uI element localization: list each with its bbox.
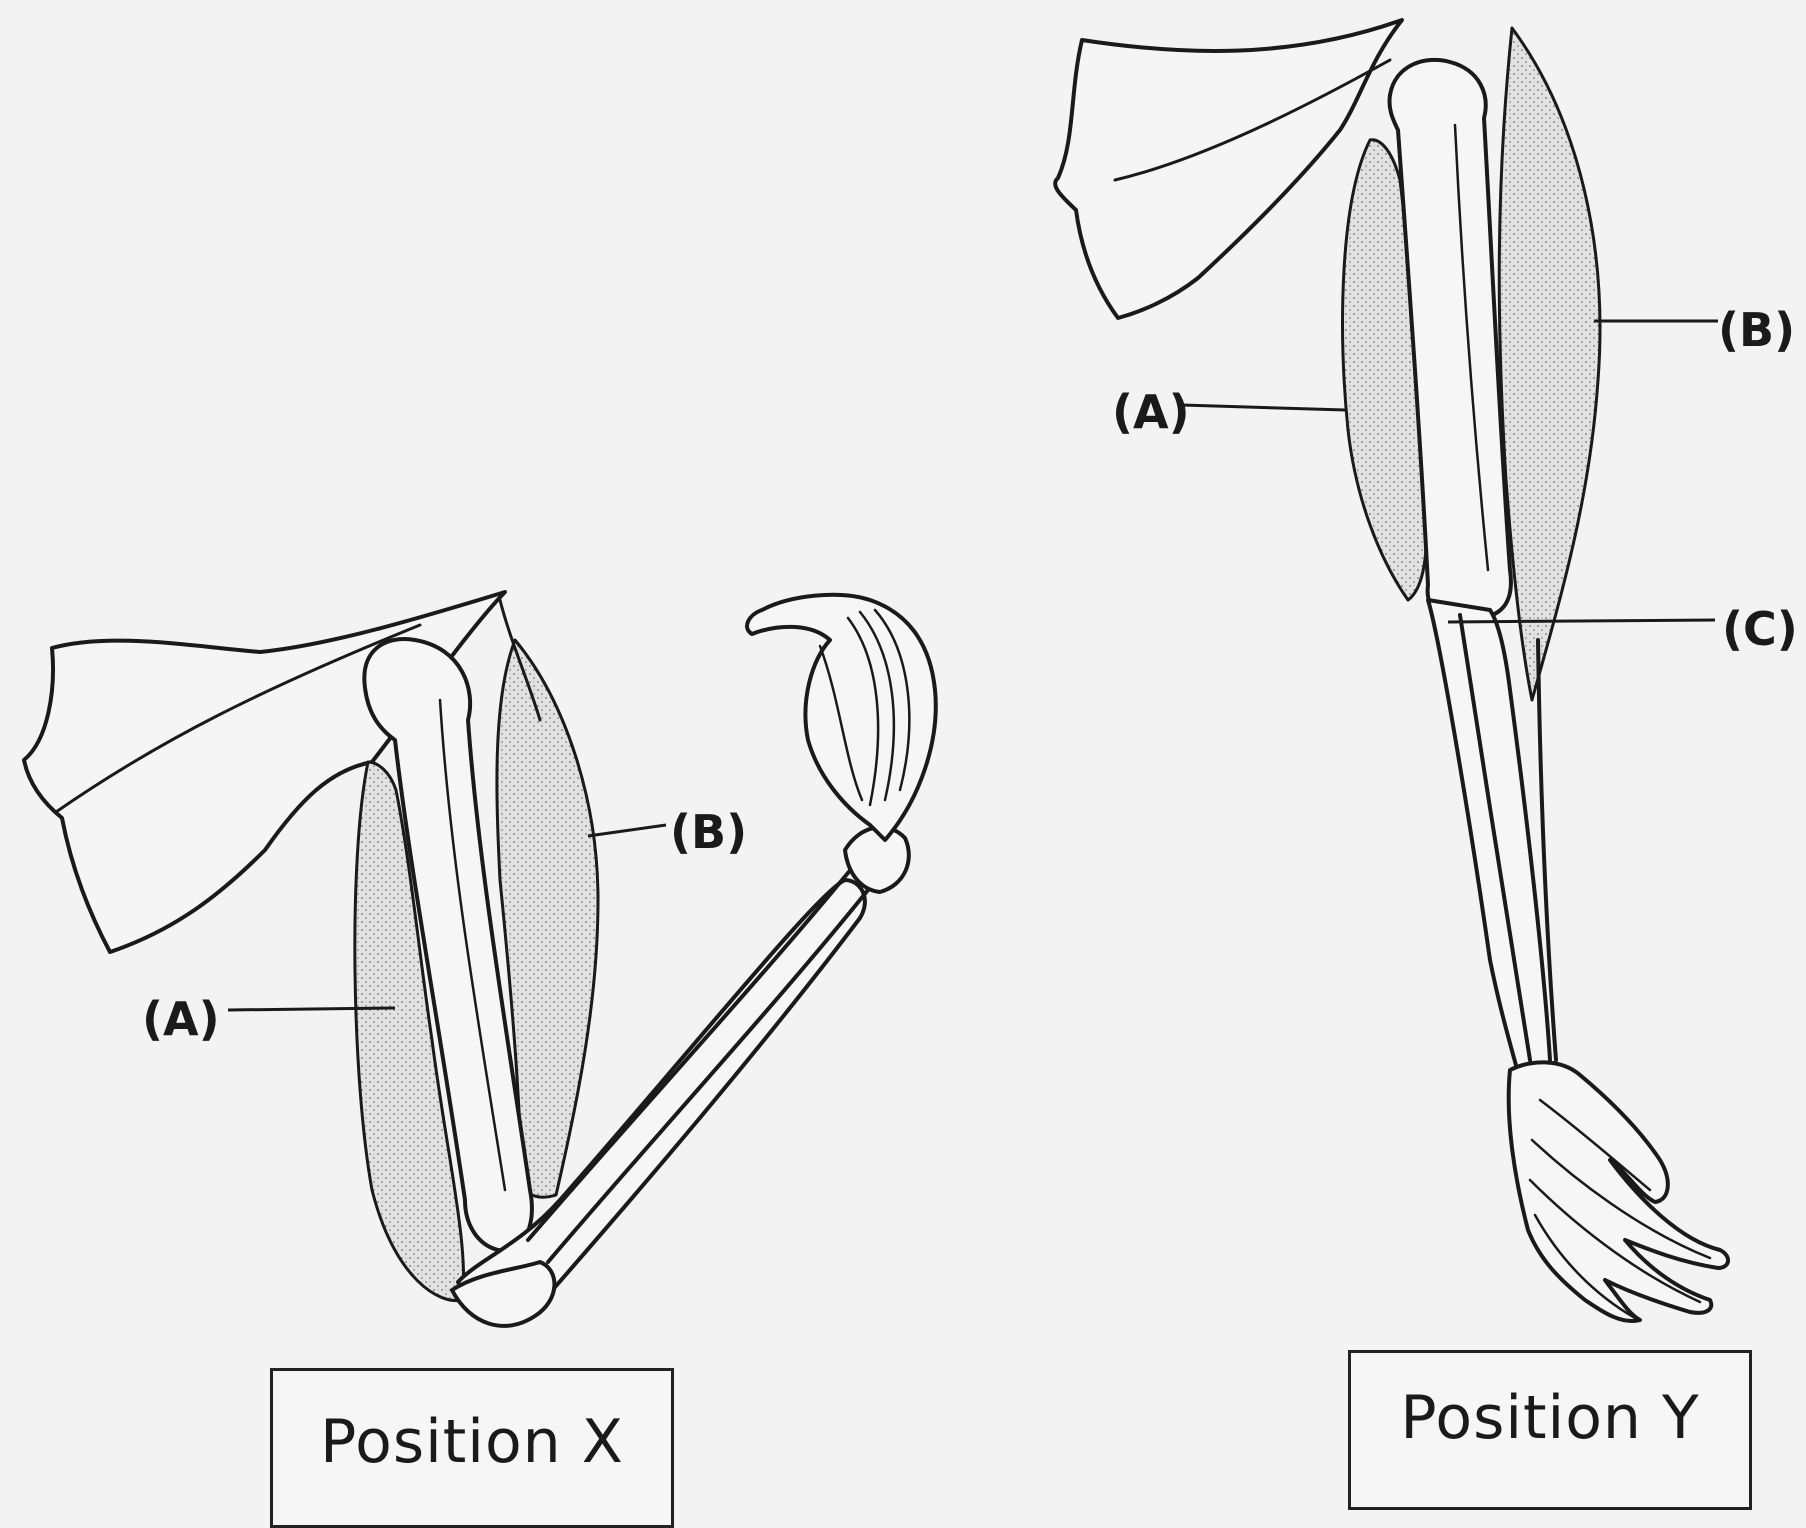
label-c-y: (C) xyxy=(1722,602,1798,656)
label-a-y: (A) xyxy=(1112,385,1190,439)
leader-a-x xyxy=(228,1008,395,1010)
muscle-b-y xyxy=(1499,28,1600,700)
leader-b-x xyxy=(588,825,666,836)
hand-x xyxy=(747,595,936,840)
caption-box-position-y: Position Y xyxy=(1348,1350,1752,1510)
extended-arm-position-y xyxy=(1055,20,1728,1321)
caption-position-x: Position X xyxy=(273,1407,671,1477)
leader-c-y xyxy=(1448,620,1715,622)
label-b-x: (B) xyxy=(670,805,747,859)
label-b-y: (B) xyxy=(1718,303,1795,357)
caption-box-position-x: Position X xyxy=(270,1368,674,1528)
flexed-arm-position-x xyxy=(24,592,936,1326)
leader-a-y xyxy=(1182,405,1345,410)
label-a-x: (A) xyxy=(142,992,220,1046)
caption-position-y: Position Y xyxy=(1351,1383,1749,1453)
